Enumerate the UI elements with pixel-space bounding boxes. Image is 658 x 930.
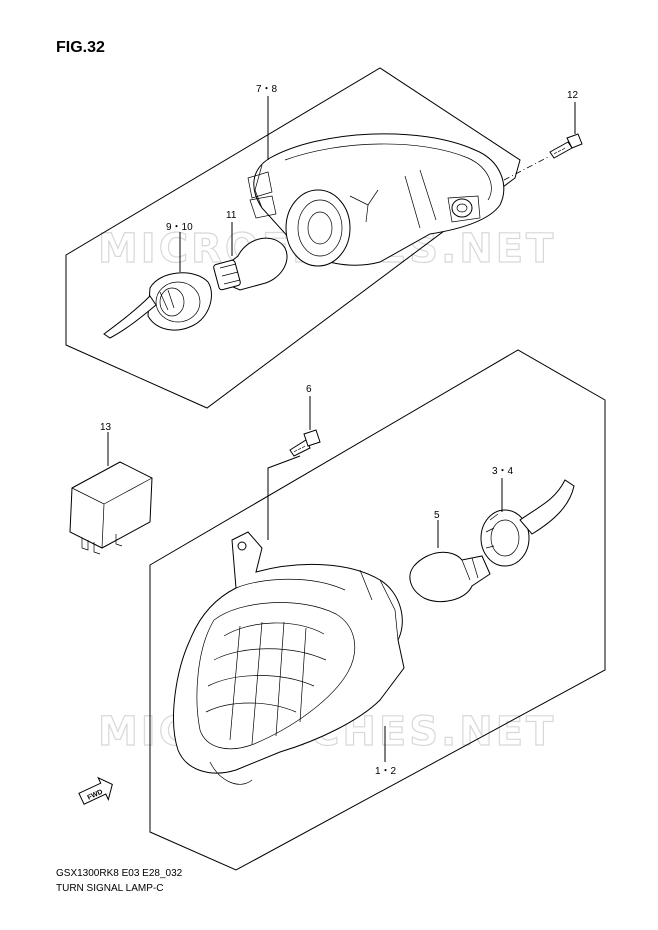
screw-guide-front [267,455,301,540]
callout-lamp-front: 1・2 [375,766,397,777]
front-socket [480,479,575,567]
rear-bulb [213,237,288,291]
callout-socket-rear: 9・10 [166,222,193,233]
relay [69,461,153,555]
rear-lens-housing [247,133,505,267]
assembly-frame-rear [65,67,521,409]
callout-relay: 13 [100,422,112,433]
callout-socket-front: 3・4 [492,466,514,477]
callout-screw-rear: 12 [567,90,579,101]
front-bulb [409,551,491,602]
footer-code: GSX1300RK8 E03 E28_032 [56,868,183,879]
assembly-frame-front [149,349,606,871]
callout-bulb-rear: 11 [226,210,237,221]
rear-socket [103,272,212,339]
footer-name: TURN SIGNAL LAMP-C [56,883,163,894]
front-lamp-housing [173,531,405,785]
rear-screw [549,133,583,159]
callout-screw-front: 6 [306,384,312,395]
callout-bulb-front: 5 [434,510,440,521]
rear-turn-signal-assembly: 7・8 12 11 9・10 [65,67,583,409]
figure-title: FIG.32 [56,39,105,56]
front-turn-signal-assembly: 6 13 5 3・4 [69,349,606,871]
fwd-arrow-icon: FWD [78,776,113,805]
callout-lens-rear: 7・8 [256,84,278,95]
screw-axis-rear [503,155,551,181]
front-screw [289,429,321,457]
